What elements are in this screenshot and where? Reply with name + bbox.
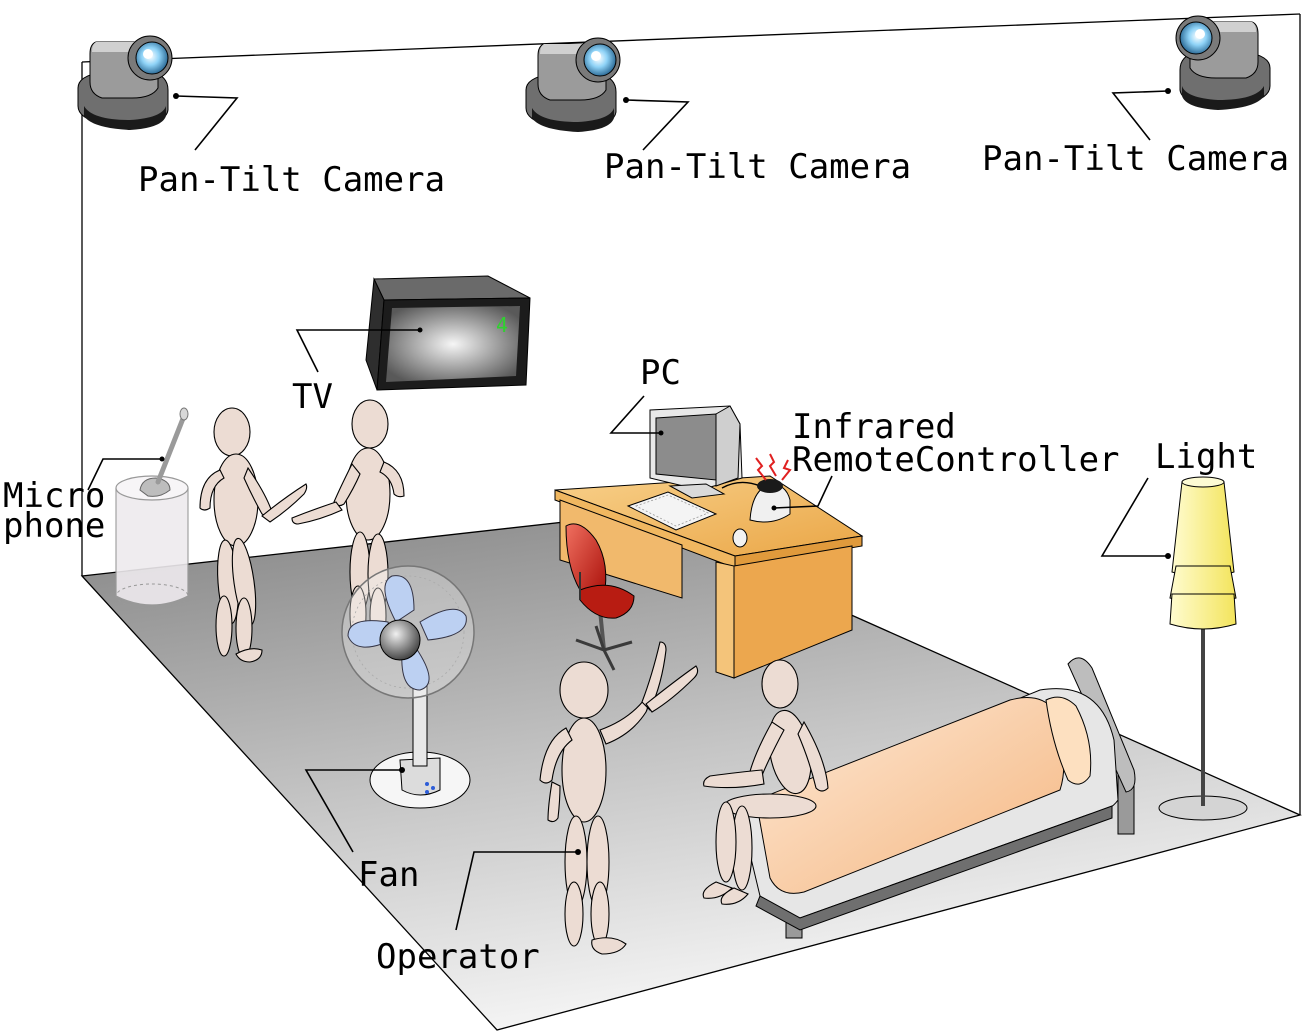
figure-sitting-on-bed <box>702 659 829 905</box>
label-infrared-line1: Infrared <box>792 407 956 447</box>
label-camera-center: Pan-Tilt Camera <box>604 147 911 187</box>
bed <box>739 657 1136 939</box>
pc-monitor-icon <box>649 405 743 499</box>
label-pc: PC <box>640 353 681 393</box>
mannequin-figure-icon <box>199 407 308 663</box>
label-infrared-line2: RemoteController <box>792 440 1120 480</box>
electric-fan-icon <box>341 565 475 809</box>
mannequin-figure-icon <box>539 641 699 955</box>
label-microphone-line2: phone <box>3 506 105 546</box>
label-microphone-line1: Micro <box>3 476 105 516</box>
figure-left-standing <box>199 407 308 663</box>
floor-lamp <box>1100 476 1248 821</box>
label-light: Light <box>1155 437 1257 477</box>
tv-icon <box>365 275 531 391</box>
office-chair <box>565 523 635 671</box>
infrared-remote-controller <box>721 453 833 523</box>
label-fan: Fan <box>358 855 419 895</box>
label-camera-left: Pan-Tilt Camera <box>138 160 445 200</box>
camera-leaders <box>173 88 1171 151</box>
infrared-signal-icon <box>755 457 767 481</box>
floor-lamp-icon <box>1158 476 1248 821</box>
pan-tilt-camera-right <box>1175 15 1271 110</box>
mannequin-figure-icon <box>702 659 829 905</box>
tv: 4 <box>365 275 531 391</box>
pan-tilt-camera-icon <box>1175 15 1271 110</box>
infrared-remote-controller-icon <box>721 453 792 523</box>
pan-tilt-camera-left <box>77 35 173 130</box>
label-operator: Operator <box>376 937 540 977</box>
label-tv: TV <box>292 377 333 417</box>
label-camera-right: Pan-Tilt Camera <box>982 139 1289 179</box>
mouse-icon <box>732 528 748 548</box>
pan-tilt-camera-icon <box>525 37 621 132</box>
figure-operator <box>455 641 699 955</box>
keyboard-icon <box>626 491 718 531</box>
bed-icon <box>739 657 1136 939</box>
pan-tilt-camera-icon <box>77 35 173 130</box>
tv-channel-digit: 4 <box>496 313 508 337</box>
microphone-icon <box>115 407 189 609</box>
pan-tilt-camera-center <box>525 37 621 132</box>
electric-fan <box>304 565 475 853</box>
office-chair-icon <box>565 523 635 671</box>
microphone <box>87 407 189 609</box>
pc <box>609 395 748 548</box>
